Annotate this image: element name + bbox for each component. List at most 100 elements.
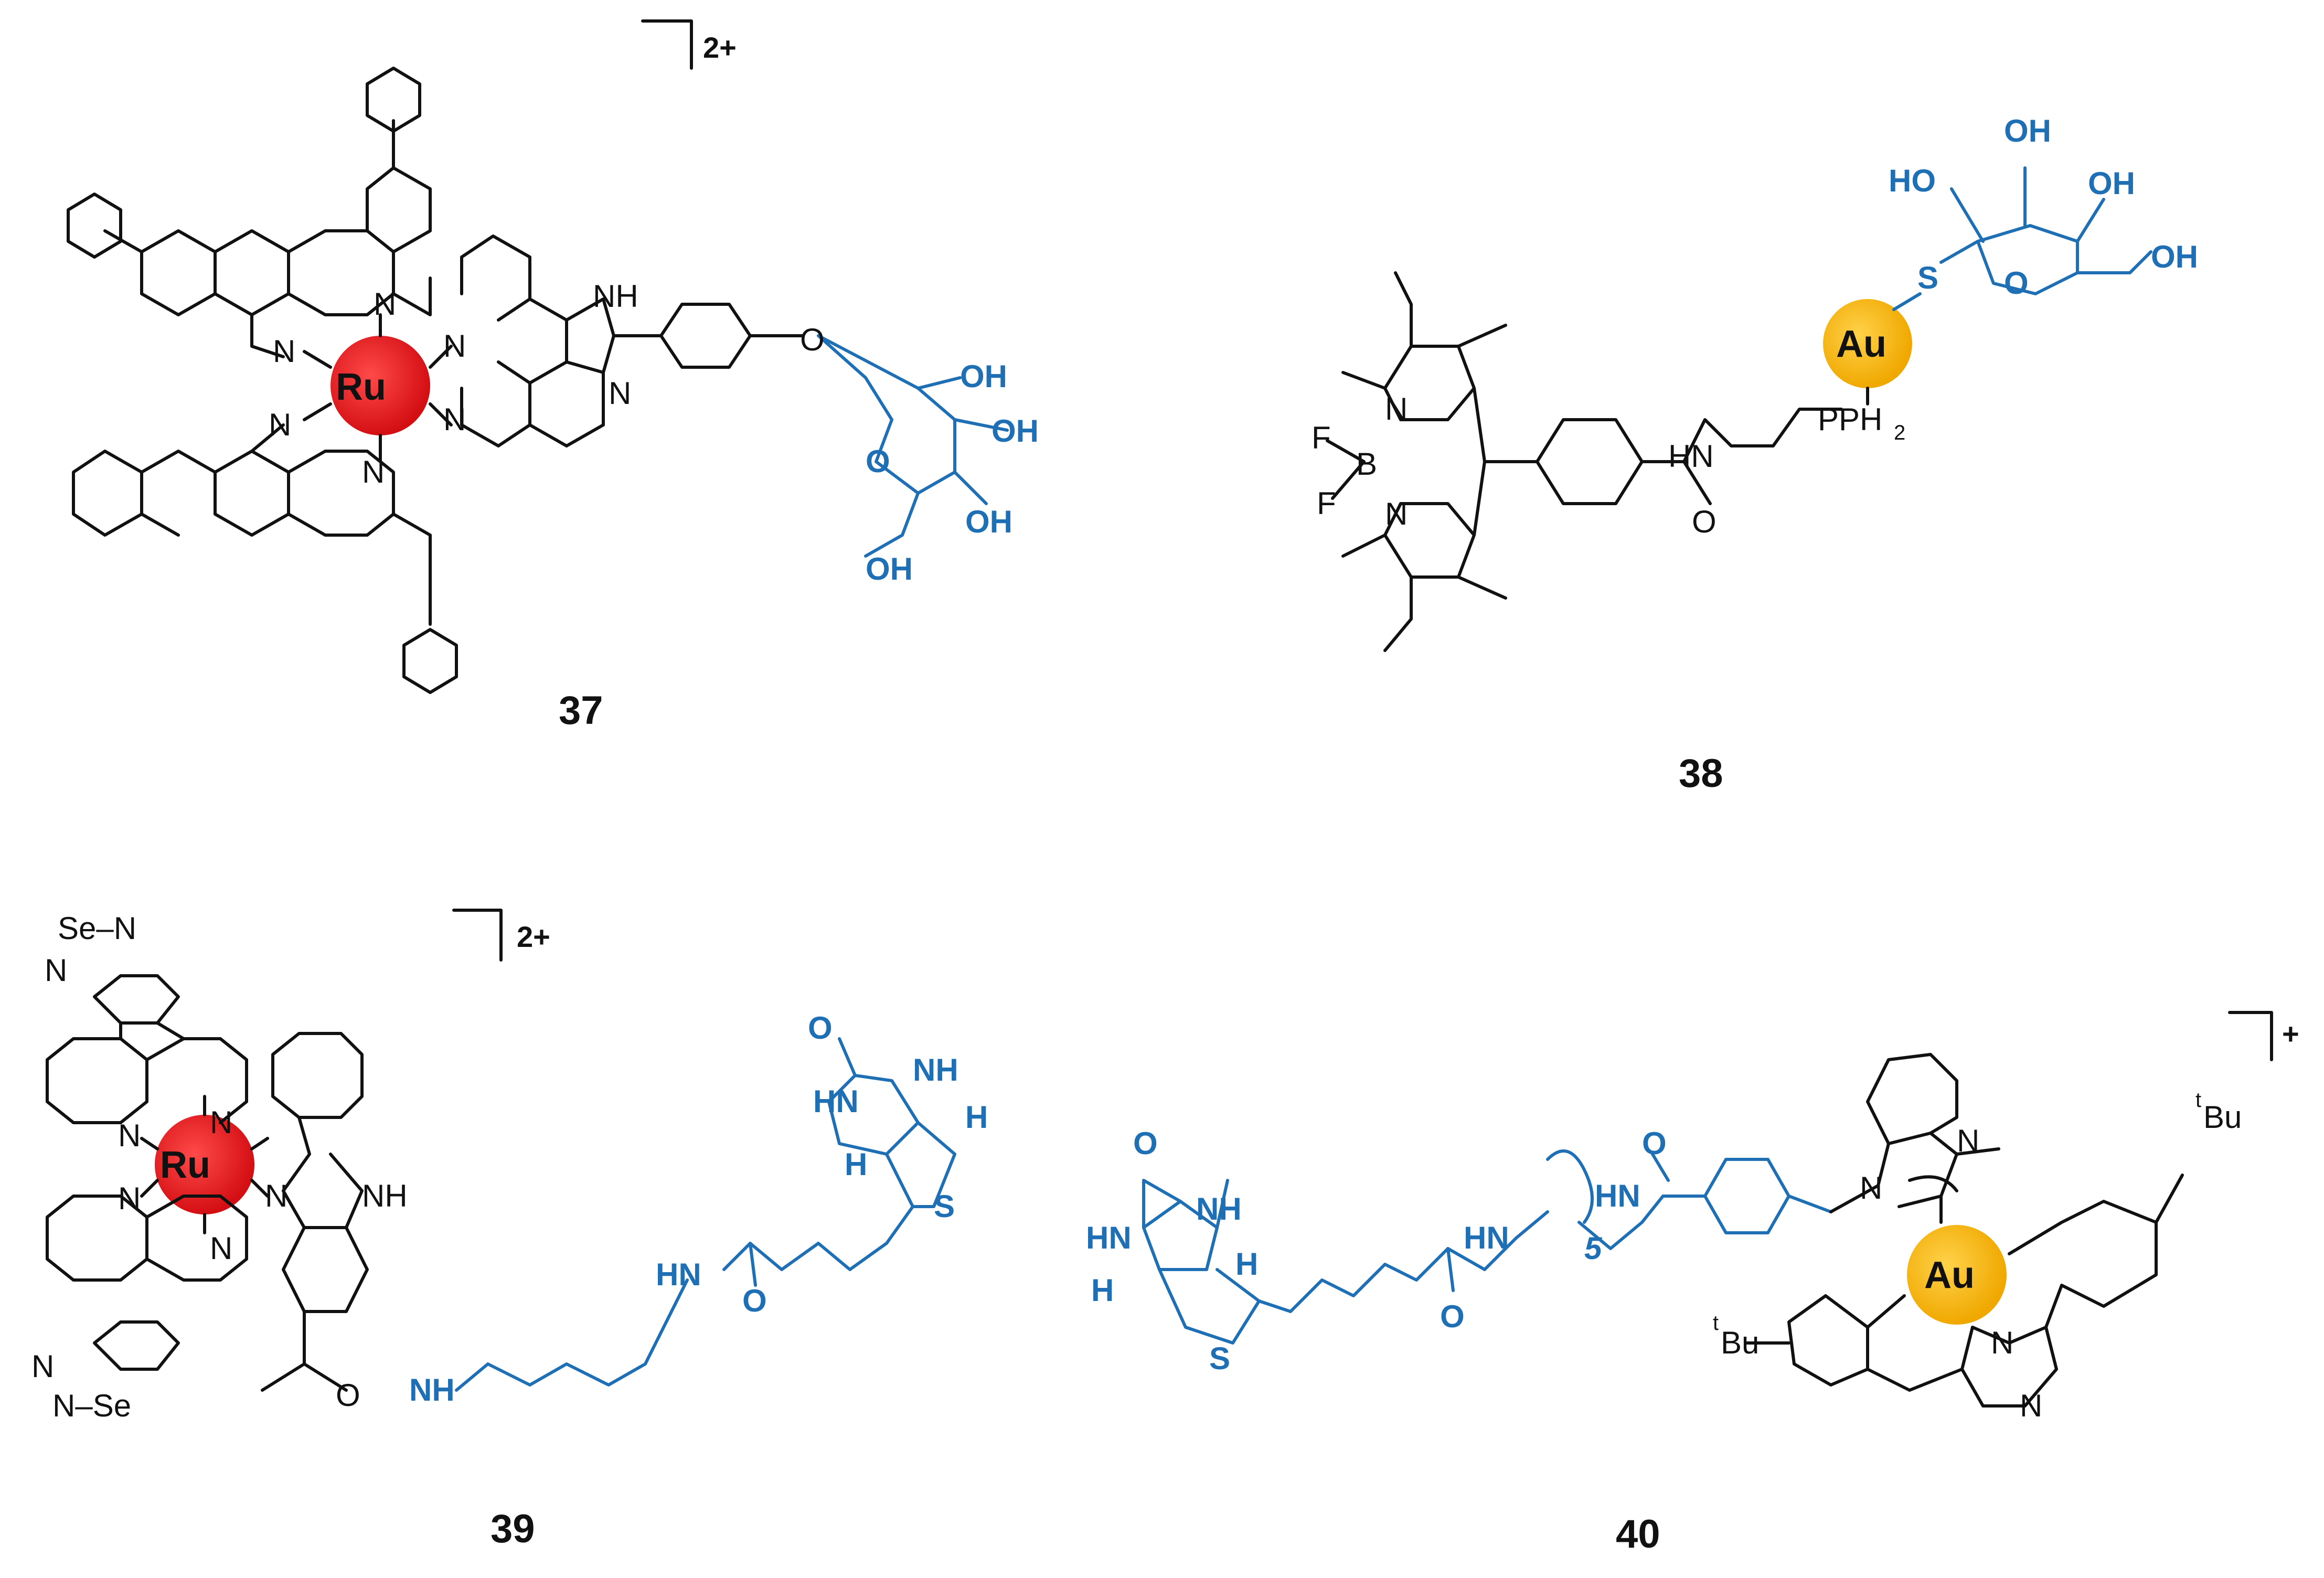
atom-nh-40a: NH xyxy=(1196,1191,1242,1227)
ruthenium-sphere-39 xyxy=(155,1115,254,1214)
atom-nh-39a: NH xyxy=(362,1178,408,1213)
atom-oh-37b: OH xyxy=(992,413,1039,449)
atom-n-39c: N xyxy=(118,1118,141,1153)
compound-40: + O NH HN H H S O HN 5 HN O xyxy=(1086,1011,2299,1556)
atom-n-40a: N xyxy=(1860,1170,1882,1206)
phenanthroline-lower-37 xyxy=(72,423,458,694)
atom-o-40b: O xyxy=(1440,1299,1465,1334)
atom-nh-37: NH xyxy=(593,279,638,314)
cyclometalated-ligand-40 xyxy=(1745,1174,2184,1408)
tbu-sup-40b: t xyxy=(1713,1312,1719,1335)
metal-label-39: Ru xyxy=(160,1144,210,1186)
atom-n-37e: N xyxy=(443,328,466,364)
atom-n-40b: N xyxy=(1957,1123,1979,1158)
atom-oh-38c: OH xyxy=(2151,239,2198,274)
atom-sen-39a: Se–N xyxy=(58,911,136,946)
compound-label-38: 38 xyxy=(1679,751,1723,796)
gold-sphere-40 xyxy=(1907,1225,2007,1325)
imidazophenanthroline-37 xyxy=(460,234,804,447)
atom-h-40a: H xyxy=(1235,1246,1258,1282)
glucose-37 xyxy=(817,334,1009,558)
atom-o-40c: O xyxy=(1642,1126,1667,1161)
atom-n-40d: N xyxy=(2020,1388,2042,1423)
atom-oh-37c: OH xyxy=(965,504,1012,539)
atom-h-40b: H xyxy=(1091,1273,1114,1308)
charge-37: 2+ xyxy=(703,31,737,64)
atom-hn-39b: HN xyxy=(813,1084,859,1119)
atom-h-39b: H xyxy=(845,1147,867,1182)
compound-38: N N B F F HN O Au PPH 2 S O HO OH OH OH … xyxy=(1312,113,2198,796)
atom-s-39: S xyxy=(934,1189,955,1224)
atom-o-39a: O xyxy=(336,1378,360,1413)
atom-n-39f: N xyxy=(31,1349,54,1384)
atom-s-38: S xyxy=(1917,260,1938,295)
tbu-sup-40a: t xyxy=(2195,1089,2201,1112)
biotin-linker-40 xyxy=(1142,1149,1832,1345)
compound-39: 2+ Ru Se–N N N N N N N N–Se N xyxy=(31,909,988,1551)
phenanthroline-upper-37 xyxy=(67,67,432,358)
atom-o-38: O xyxy=(1692,504,1717,539)
metal-label-40: Au xyxy=(1924,1254,1975,1296)
atom-n-38b: N xyxy=(1385,496,1408,531)
atom-hn-40a: HN xyxy=(1086,1220,1132,1255)
atom-n-37g: N xyxy=(609,376,631,411)
charge-bracket-40 xyxy=(2228,1011,2273,1061)
atom-ho-38: HO xyxy=(1889,163,1936,198)
atom-o-38b: O xyxy=(2004,265,2029,301)
atom-b-38: B xyxy=(1356,446,1377,482)
atom-o-37a: O xyxy=(800,322,825,357)
tbu-40a: Bu xyxy=(2203,1100,2242,1135)
pyridylbenzimidazole-39 xyxy=(261,1032,369,1392)
atom-n-37f: N xyxy=(443,402,466,437)
atom-o-37b: O xyxy=(866,444,890,479)
phenanthroline-upper-39 xyxy=(46,974,248,1124)
metal-label-38: Au xyxy=(1836,323,1886,365)
atom-nh-39b: NH xyxy=(409,1372,455,1408)
atom-hn-40c: HN xyxy=(1595,1178,1640,1213)
atom-o-39b: O xyxy=(742,1283,767,1318)
nhc-benzimidazole-40 xyxy=(1829,1053,2000,1224)
atom-o-39c: O xyxy=(808,1010,833,1046)
atom-oh-38a: OH xyxy=(2004,113,2051,148)
atom-n-39d: N xyxy=(118,1181,141,1216)
compound-37: 2+ Ru N N N xyxy=(67,19,1039,733)
biotin-linker-39 xyxy=(455,1037,956,1392)
atom-o-40a: O xyxy=(1133,1126,1158,1161)
phenanthroline-lower-39 xyxy=(46,1195,248,1371)
bodipy-core-38 xyxy=(1326,271,1843,652)
atom-n-37b: N xyxy=(273,334,295,369)
atom-hn-40b: HN xyxy=(1464,1220,1509,1255)
atom-oh-37a: OH xyxy=(960,359,1007,394)
atom-nse-39: N–Se xyxy=(52,1388,131,1423)
atom-pph-38: PPH xyxy=(1818,402,1882,437)
charge-39: 2+ xyxy=(517,920,550,953)
atom-f-38b: F xyxy=(1317,486,1336,521)
atom-n-39e: N xyxy=(210,1231,232,1266)
charge-bracket-37 xyxy=(641,19,693,70)
compound-label-37: 37 xyxy=(559,688,603,733)
atom-n-39a: N xyxy=(45,953,67,988)
atom-hn-39a: HN xyxy=(656,1257,701,1292)
tbu-40b: Bu xyxy=(1721,1325,1759,1360)
charge-bracket-39 xyxy=(452,909,503,962)
atom-subscript-five-40: 5 xyxy=(1584,1231,1603,1266)
atom-nh-39c: NH xyxy=(913,1052,958,1087)
compound-label-40: 40 xyxy=(1616,1512,1660,1556)
atom-pph-sub-38: 2 xyxy=(1894,421,1905,444)
ruthenium-sphere-37 xyxy=(331,336,430,435)
atom-n-37c: N xyxy=(269,407,291,442)
gold-sphere-38 xyxy=(1823,299,1912,388)
compound-label-39: 39 xyxy=(491,1507,535,1551)
atom-n-37a: N xyxy=(374,286,396,322)
atom-n-40c: N xyxy=(1991,1325,2013,1360)
atom-n-39b: N xyxy=(210,1105,232,1140)
thioglucose-38 xyxy=(1892,166,2152,311)
atom-oh-37d: OH xyxy=(866,551,913,587)
atom-hn-38: HN xyxy=(1668,439,1714,474)
charge-40: + xyxy=(2282,1017,2299,1050)
atom-h-39a: H xyxy=(965,1100,988,1135)
atom-oh-38b: OH xyxy=(2088,166,2135,201)
atom-f-38a: F xyxy=(1312,420,1331,455)
metal-label-37: Ru xyxy=(336,366,386,408)
